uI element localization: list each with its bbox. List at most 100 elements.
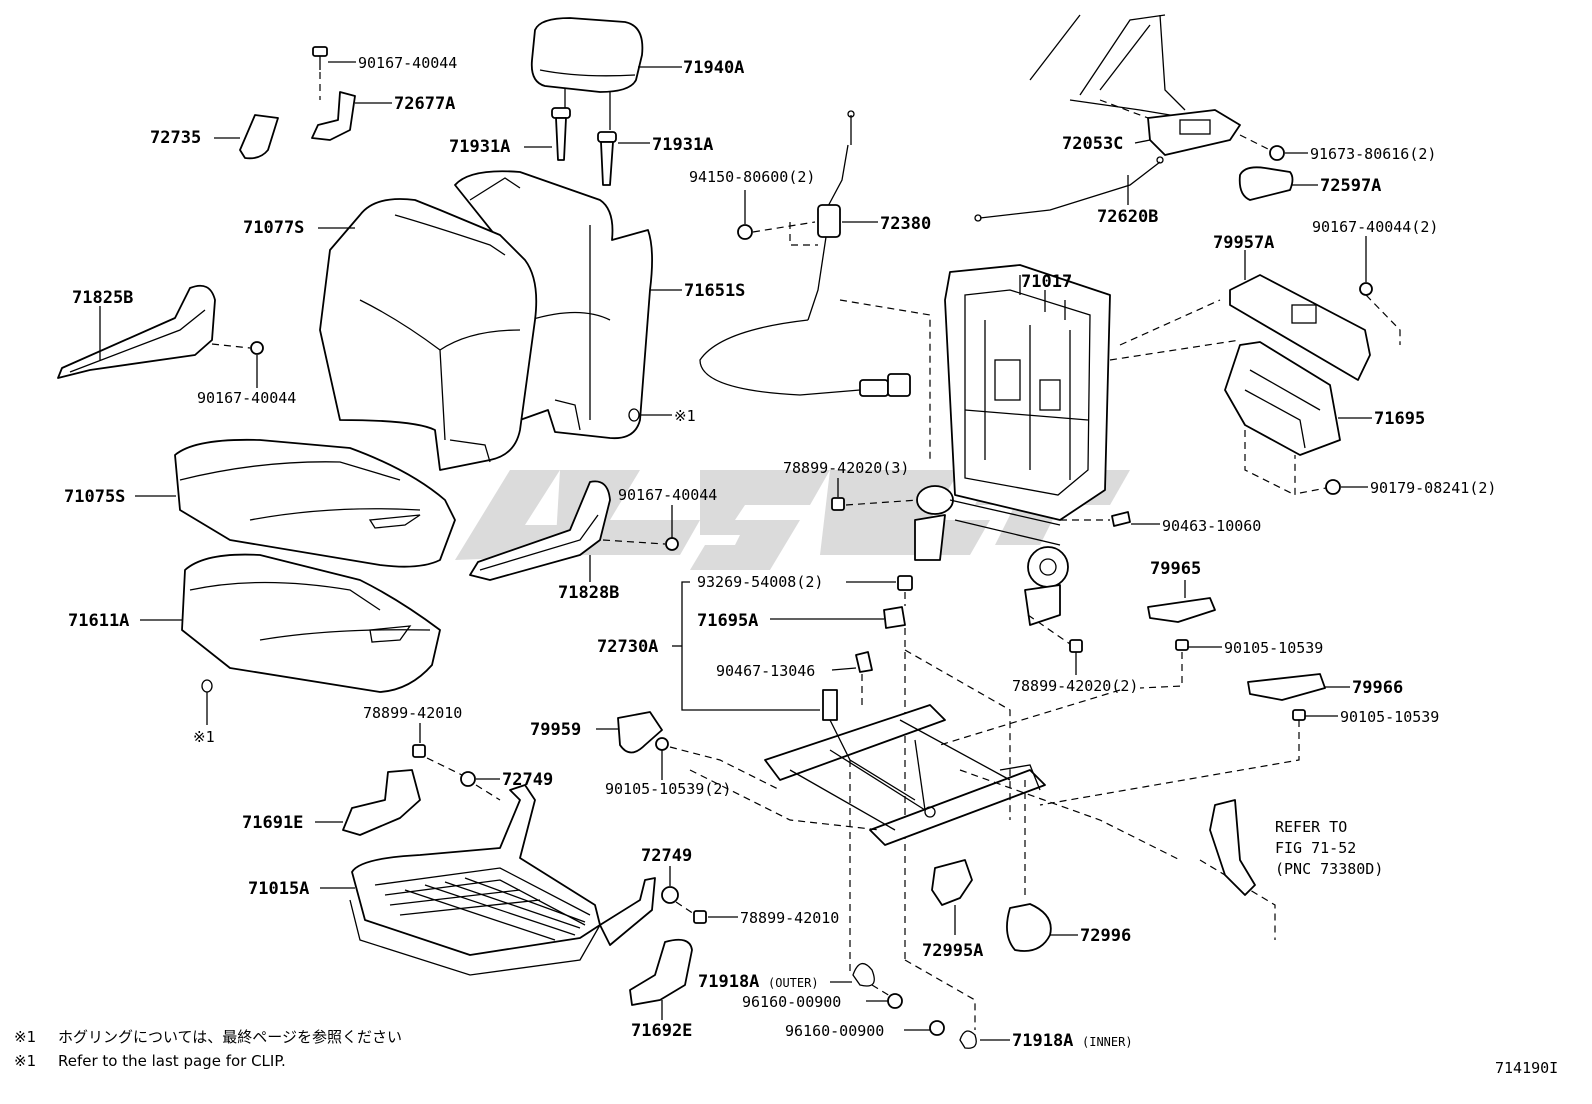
label-72053C: 72053C xyxy=(1062,134,1123,154)
label-clip-1: ※1 xyxy=(674,407,696,425)
headrest-guide-left xyxy=(551,107,571,161)
label-71691E: 71691E xyxy=(242,813,303,833)
label-72749-a: 72749 xyxy=(502,770,553,790)
label-71931A-left: 71931A xyxy=(449,137,510,157)
label-71075S: 71075S xyxy=(64,487,125,507)
cover-72597A xyxy=(1238,166,1294,201)
seat-cushion-frame-71015A xyxy=(349,784,656,976)
hog-ring-clip-icon-2 xyxy=(201,679,213,693)
bolt-78899-42020-a xyxy=(831,497,845,511)
label-72380: 72380 xyxy=(880,214,931,234)
side-cover-71825B xyxy=(57,284,216,379)
footnote-en-mark: ※1 xyxy=(14,1052,36,1070)
label-93269-54008: 93269-54008(2) xyxy=(697,573,823,591)
bolt-91673 xyxy=(1269,145,1285,161)
screw-90105-b xyxy=(1292,709,1306,721)
spring-71918A-outer xyxy=(852,963,875,987)
hog-ring-clip-icon xyxy=(628,408,640,422)
label-71077S: 71077S xyxy=(243,218,304,238)
bushing-72749-a xyxy=(460,771,476,787)
spring-71918A-inner xyxy=(959,1030,977,1049)
refer-line-2: FIG 71-52 xyxy=(1275,839,1356,857)
label-90105-10539-b: 90105-10539 xyxy=(1340,708,1439,726)
inner-cover-71828B xyxy=(469,480,611,581)
bolt-78899-42010-a xyxy=(412,744,426,758)
label-71695: 71695 xyxy=(1374,409,1425,429)
screw-90167-mid xyxy=(665,537,679,551)
refer-line-1: REFER TO xyxy=(1275,818,1347,836)
label-outer-tag: (OUTER) xyxy=(768,976,819,990)
refer-line-3: (PNC 73380D) xyxy=(1275,860,1383,878)
label-72996: 72996 xyxy=(1080,926,1131,946)
label-90463-10060: 90463-10060 xyxy=(1162,517,1261,535)
label-79957A: 79957A xyxy=(1213,233,1274,253)
clip-71695A xyxy=(883,606,906,629)
label-71828B: 71828B xyxy=(558,583,619,603)
panel-79957A xyxy=(1229,274,1371,381)
label-90105-10539-2: 90105-10539(2) xyxy=(605,780,731,798)
label-78899-42020-3: 78899-42020(3) xyxy=(783,459,909,477)
bolt-78899-42010-b xyxy=(693,910,707,924)
nut-96160-b xyxy=(929,1020,945,1036)
seatback-cover-71077S xyxy=(319,198,538,471)
label-71918A-outer: 71918A xyxy=(698,972,759,992)
label-90167-40044-mid: 90167-40044 xyxy=(618,486,717,504)
cable-72620B xyxy=(974,156,1164,222)
label-71015A: 71015A xyxy=(248,879,309,899)
label-78899-42010-a: 78899-42010 xyxy=(363,704,462,722)
label-clip-2: ※1 xyxy=(193,728,215,746)
seatback-pad-71651S xyxy=(454,170,653,440)
label-90179-08241: 90179-08241(2) xyxy=(1370,479,1496,497)
screw-90105-a xyxy=(1175,639,1189,651)
seat-cushion-cover-71075S xyxy=(174,438,456,568)
label-90167-40044-2: 90167-40044(2) xyxy=(1312,218,1438,236)
headrest xyxy=(530,17,644,130)
label-96160-00900-a: 96160-00900 xyxy=(742,993,841,1011)
cover-72995A xyxy=(931,859,973,906)
footnote-en-text: Refer to the last page for CLIP. xyxy=(58,1052,286,1070)
label-71695A: 71695A xyxy=(697,611,758,631)
cover-79959 xyxy=(617,711,663,754)
label-79965: 79965 xyxy=(1150,559,1201,579)
nut-94150 xyxy=(737,224,753,240)
label-71692E: 71692E xyxy=(631,1021,692,1041)
footnote-jp-text: ホグリングについては、最終ページを参照ください xyxy=(58,1028,402,1046)
seat-cushion-pad-71611A xyxy=(181,553,441,693)
cover-71691E xyxy=(342,769,421,836)
cover-79965 xyxy=(1147,597,1216,623)
bolt-93269 xyxy=(897,575,913,591)
label-71017: 71017 xyxy=(1021,272,1072,292)
label-90167-40044-top: 90167-40044 xyxy=(358,54,457,72)
screw-90105-2 xyxy=(655,737,669,751)
seat-adjuster-track xyxy=(764,689,1046,846)
headrest-guide-right xyxy=(597,131,617,186)
label-72677A: 72677A xyxy=(394,94,455,114)
label-72597A: 72597A xyxy=(1320,176,1381,196)
label-90167-40044-left: 90167-40044 xyxy=(197,389,296,407)
label-72620B: 72620B xyxy=(1097,207,1158,227)
label-78899-42020-2: 78899-42020(2) xyxy=(1012,677,1138,695)
label-78899-42010-b: 78899-42010 xyxy=(740,909,839,927)
nut-96160-a xyxy=(887,993,903,1009)
bracket-72677A xyxy=(311,91,356,141)
label-79966: 79966 xyxy=(1352,678,1403,698)
label-72995A: 72995A xyxy=(922,941,983,961)
figure-id: 714190I xyxy=(1495,1059,1558,1077)
footnote-jp-mark: ※1 xyxy=(14,1028,36,1046)
label-72730A: 72730A xyxy=(597,637,658,657)
label-72749-b: 72749 xyxy=(641,846,692,866)
bolt-78899-42020-b xyxy=(1069,639,1083,653)
label-71825B: 71825B xyxy=(72,288,133,308)
label-72735: 72735 xyxy=(150,128,201,148)
label-91673-80616: 91673-80616(2) xyxy=(1310,145,1436,163)
recliner-mechanism xyxy=(914,485,1069,626)
screw-90167-left xyxy=(250,341,264,355)
label-71611A: 71611A xyxy=(68,611,129,631)
label-94150-80600: 94150-80600(2) xyxy=(689,168,815,186)
label-71931A-right: 71931A xyxy=(652,135,713,155)
bushing-72749-b xyxy=(661,886,679,904)
recliner-cable-72380 xyxy=(699,110,911,397)
cover-72735 xyxy=(239,114,279,160)
